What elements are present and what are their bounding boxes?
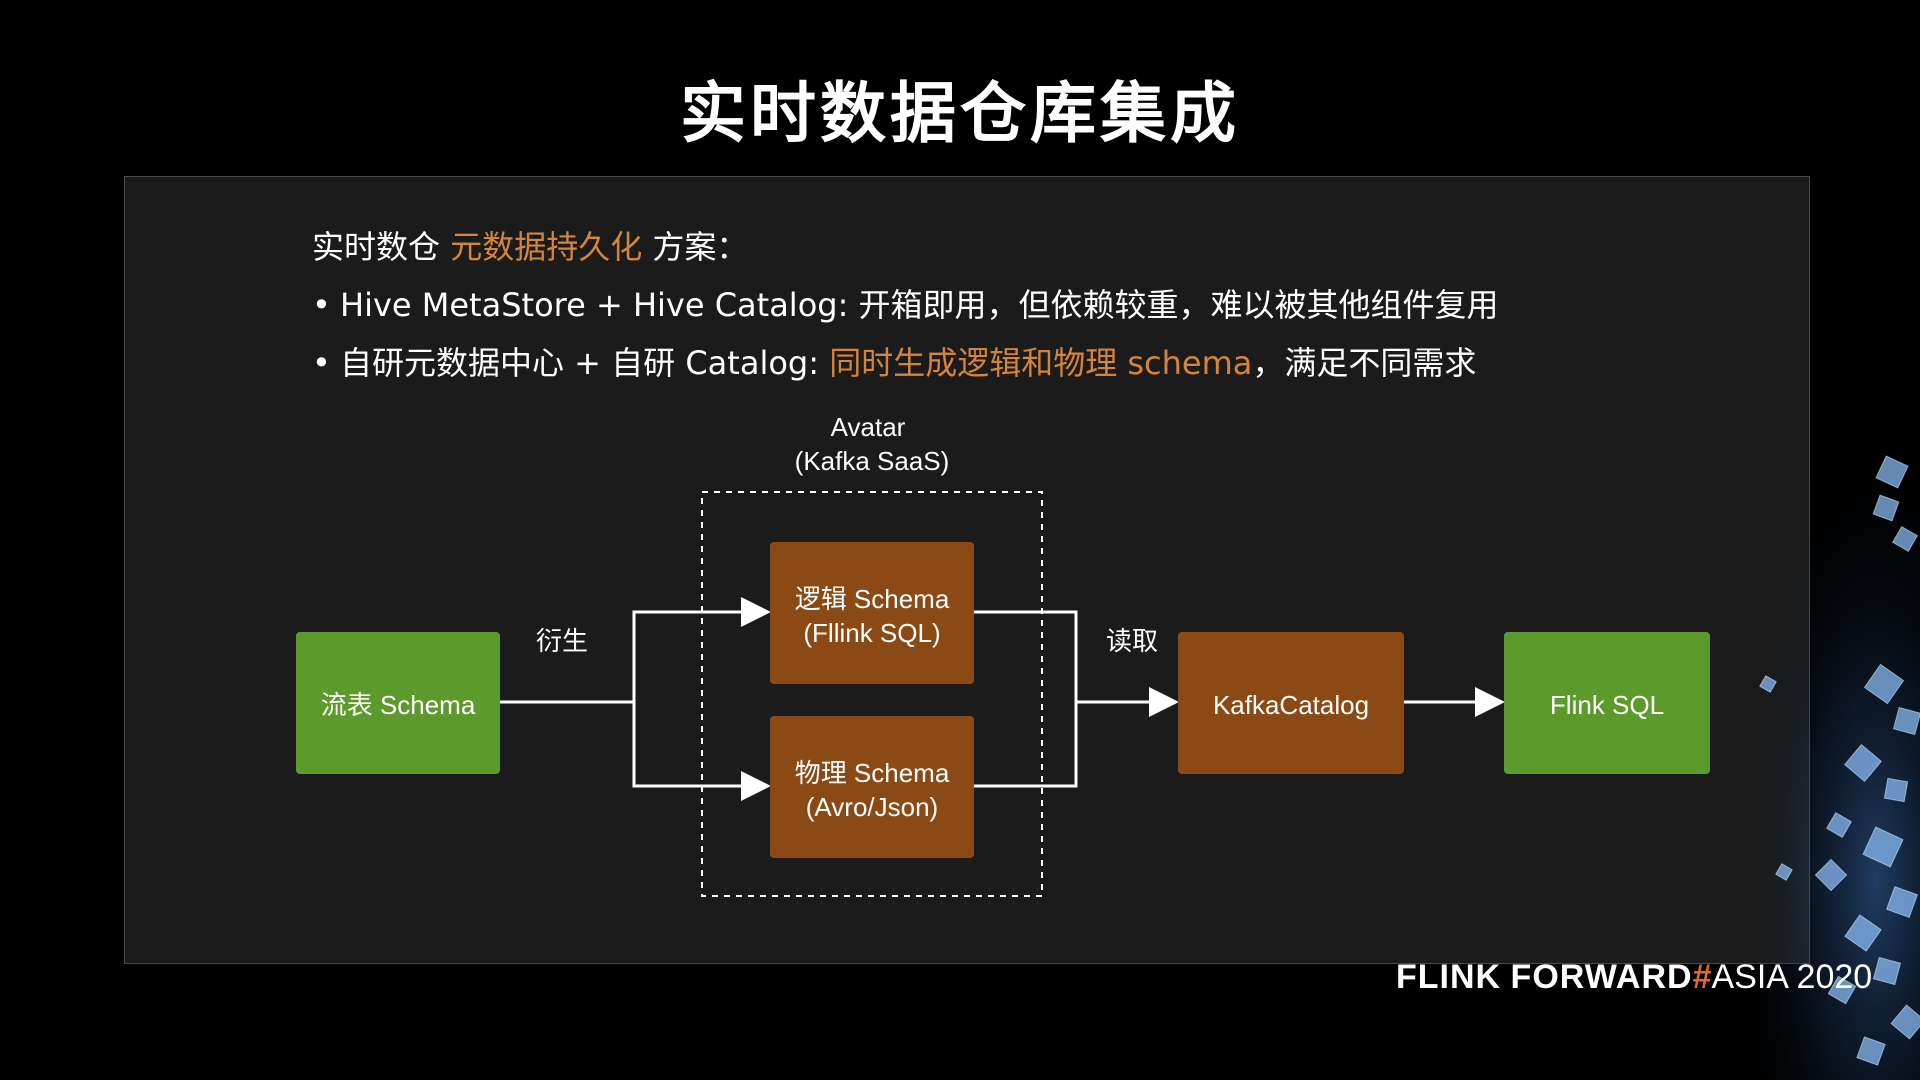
node-sublabel: (Fllink SQL) <box>803 618 940 648</box>
node-stream-table-schema: 流表 Schema <box>296 632 500 774</box>
node-label: 逻辑 Schema <box>795 584 950 614</box>
connector-to-physical <box>632 702 771 801</box>
bullet-dot: • <box>312 344 331 382</box>
bullet-dot: • <box>312 286 331 324</box>
bullet-item: • 自研元数据中心 + 自研 Catalog: 同时生成逻辑和物理 schema… <box>312 334 1499 392</box>
avatar-group-boundary <box>701 491 1043 897</box>
brand-event: ASIA 2020 <box>1711 958 1873 996</box>
node-flink-sql: Flink SQL <box>1504 632 1710 774</box>
connectors <box>500 597 1505 801</box>
brand-flink: FLINK <box>1396 958 1502 996</box>
edge-label-derive: 衍生 <box>536 626 588 656</box>
bullet-text: 自研元数据中心 + 自研 Catalog: <box>340 344 830 382</box>
text-block: 实时数仓 元数据持久化 方案： • Hive MetaStore + Hive … <box>312 218 1499 392</box>
bullet-text-after: ，满足不同需求 <box>1252 344 1477 382</box>
node-logical-schema: 逻辑 Schema (Fllink SQL) <box>770 542 974 684</box>
node-physical-schema: 物理 Schema (Avro/Json) <box>770 716 974 858</box>
intro-suffix: 方案： <box>642 228 749 266</box>
intro-line: 实时数仓 元数据持久化 方案： <box>312 218 1499 276</box>
slide-title: 实时数据仓库集成 <box>680 75 1240 152</box>
node-label: 物理 Schema <box>795 758 950 788</box>
group-label-subtitle: (Kafka SaaS) <box>795 446 950 476</box>
connector-to-logical <box>632 597 771 702</box>
group-label-name: Avatar <box>831 412 906 442</box>
brand-forward: FORWARD <box>1510 958 1693 996</box>
decorative-cubes <box>1700 420 1920 1080</box>
node-label: KafkaCatalog <box>1213 690 1369 720</box>
bullet-text: Hive MetaStore + Hive Catalog: 开箱即用，但依赖较… <box>340 286 1499 324</box>
connector-from-physical <box>974 702 1078 788</box>
node-kafka-catalog: KafkaCatalog <box>1178 632 1404 774</box>
edge-label-read: 读取 <box>1106 626 1158 656</box>
event-branding: FLINK FORWARD#ASIA 2020 <box>1396 958 1872 997</box>
intro-highlight: 元数据持久化 <box>450 228 643 266</box>
bullet-highlight: 同时生成逻辑和物理 schema <box>829 344 1253 382</box>
connector-from-logical <box>974 610 1078 702</box>
node-sublabel: (Avro/Json) <box>806 792 938 822</box>
intro-prefix: 实时数仓 <box>312 228 451 266</box>
bullet-item: • Hive MetaStore + Hive Catalog: 开箱即用，但依… <box>312 276 1499 334</box>
node-label: 流表 Schema <box>321 690 476 720</box>
brand-hash: # <box>1692 958 1712 996</box>
node-label: Flink SQL <box>1550 690 1664 720</box>
